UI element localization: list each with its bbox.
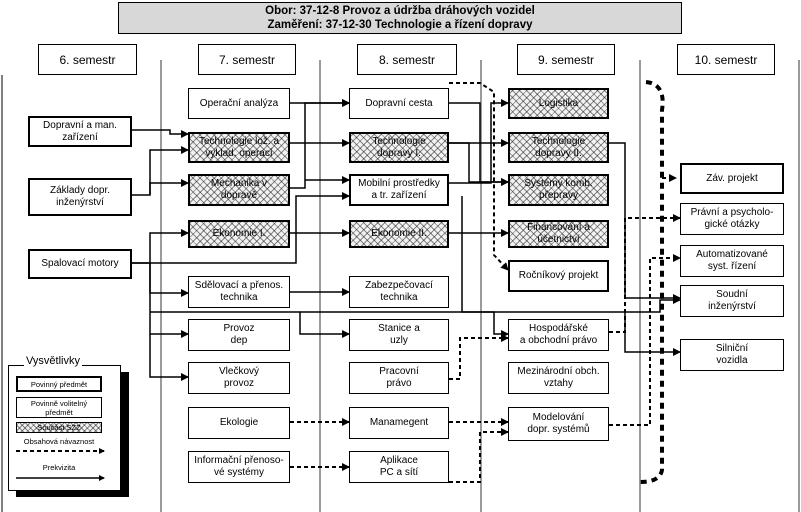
- subject-aplikace-pc: Aplikace PC a sítí: [349, 451, 449, 483]
- subject-logistika: Logistika: [508, 88, 609, 119]
- subject-silnicni-vozidla: Silniční vozidla: [680, 339, 784, 371]
- legend-szz-part: Součást SZZ: [16, 422, 102, 433]
- legend-prerequisite-label: Prekvizita: [42, 463, 76, 472]
- subject-modelovani-systemu: Modelování dopr. systémů: [508, 407, 609, 441]
- subject-ekologie: Ekologie: [188, 407, 290, 439]
- subject-pracovni-pravo: Pracovní právo: [349, 362, 449, 394]
- subject-technologie-loz-vyklad: Technologie lož. a vyklad. operací: [188, 132, 290, 163]
- subject-mezinarodni-vztahy: Mezinárodní obch. vztahy: [508, 362, 609, 394]
- subject-informacni-systemy: Informační přenoso- vé systémy: [188, 451, 290, 483]
- prerequisite-arrows: [131, 99, 681, 381]
- subject-ekonomie-2: Ekonomie II.: [349, 220, 449, 248]
- semester-8-header: 8. semestr: [357, 44, 457, 75]
- diagram-header: Obor: 37-12-8 Provoz a údržba dráhových …: [118, 2, 682, 34]
- subject-manamegent: Manamegent: [349, 407, 449, 439]
- subject-mobilni-prostredky: Mobilní prostředky a tr. zařízení: [349, 174, 449, 206]
- subject-stanice-a-uzly: Stanice a uzly: [349, 319, 449, 351]
- legend-mandatory-subject: Povinný předmět: [16, 376, 102, 392]
- subject-vleckovy-provoz: Vlečkový provoz: [188, 362, 290, 394]
- semester-7-header: 7. semestr: [198, 44, 296, 75]
- semester-10-header: 10. semestr: [677, 44, 775, 75]
- subject-automatizovane-rizeni: Automatizované syst. řízení: [680, 245, 784, 277]
- legend-dashed-arrow: [16, 448, 105, 454]
- subject-systemy-komb-prepravy: Systémy komb. přepravy: [508, 174, 609, 206]
- semester-dividers: [160, 60, 800, 512]
- subject-financovani-ucetnictvi: Financování a účetnictví: [508, 220, 609, 248]
- subject-zabezpecovaci-technika: Zabezpečovací technika: [349, 276, 449, 308]
- subject-rocnikovy-projekt: Ročníkový projekt: [508, 260, 609, 292]
- subject-dopravni-cesta: Dopravní cesta: [349, 88, 449, 119]
- legend-solid-arrow: [16, 475, 105, 481]
- header-field-of-study: Obor: 37-12-8 Provoz a údržba dráhových …: [265, 5, 535, 17]
- legend-elective-subject: Povinně volitelný předmět: [16, 397, 102, 418]
- subject-provoz-dep: Provoz dep: [188, 319, 290, 351]
- subject-ekonomie-1: Ekonomie I.: [188, 220, 290, 248]
- subject-hospodarske-pravo: Hospodářské a obchodní právo: [508, 319, 609, 351]
- subject-technologie-dopravy-2: Technologie dopravy II.: [508, 132, 609, 163]
- subject-sdelovaci-technika: Sdělovací a přenos. technika: [188, 276, 290, 308]
- legend-content-link-label: Obsahová návaznost: [23, 437, 95, 446]
- semester-9-header: 9. semestr: [517, 44, 615, 75]
- subject-technologie-dopravy-1: Technologie dopravy I.: [349, 132, 449, 163]
- subject-soudni-inzenyrstvi: Soudní inženýrství: [680, 285, 784, 317]
- header-specialization: Zaměření: 37-12-30 Technologie a řízení …: [267, 19, 533, 31]
- subject-operacni-analyza: Operační analýza: [188, 88, 290, 119]
- semester-6-header: 6. semestr: [38, 44, 137, 75]
- subject-mechanika-v-doprave: Mechanika v dopravě: [188, 174, 290, 206]
- subject-spalovaci-motory: Spalovací motory: [28, 249, 132, 279]
- subject-pravni-psychologicke: Právní a psycholo- gické otázky: [680, 203, 784, 235]
- subject-zaklady-dopr-inzenyrstvi: Základy dopr. inženýrství: [28, 178, 132, 216]
- subject-doprav-man-zarizeni: Dopravní a man. zařízení: [28, 116, 132, 147]
- final-project-bracket: [639, 80, 665, 484]
- legend-title: Vysvětlivky: [24, 355, 82, 367]
- content-arrows: [290, 82, 681, 483]
- subject-zav-projekt: Záv. projekt: [680, 163, 784, 194]
